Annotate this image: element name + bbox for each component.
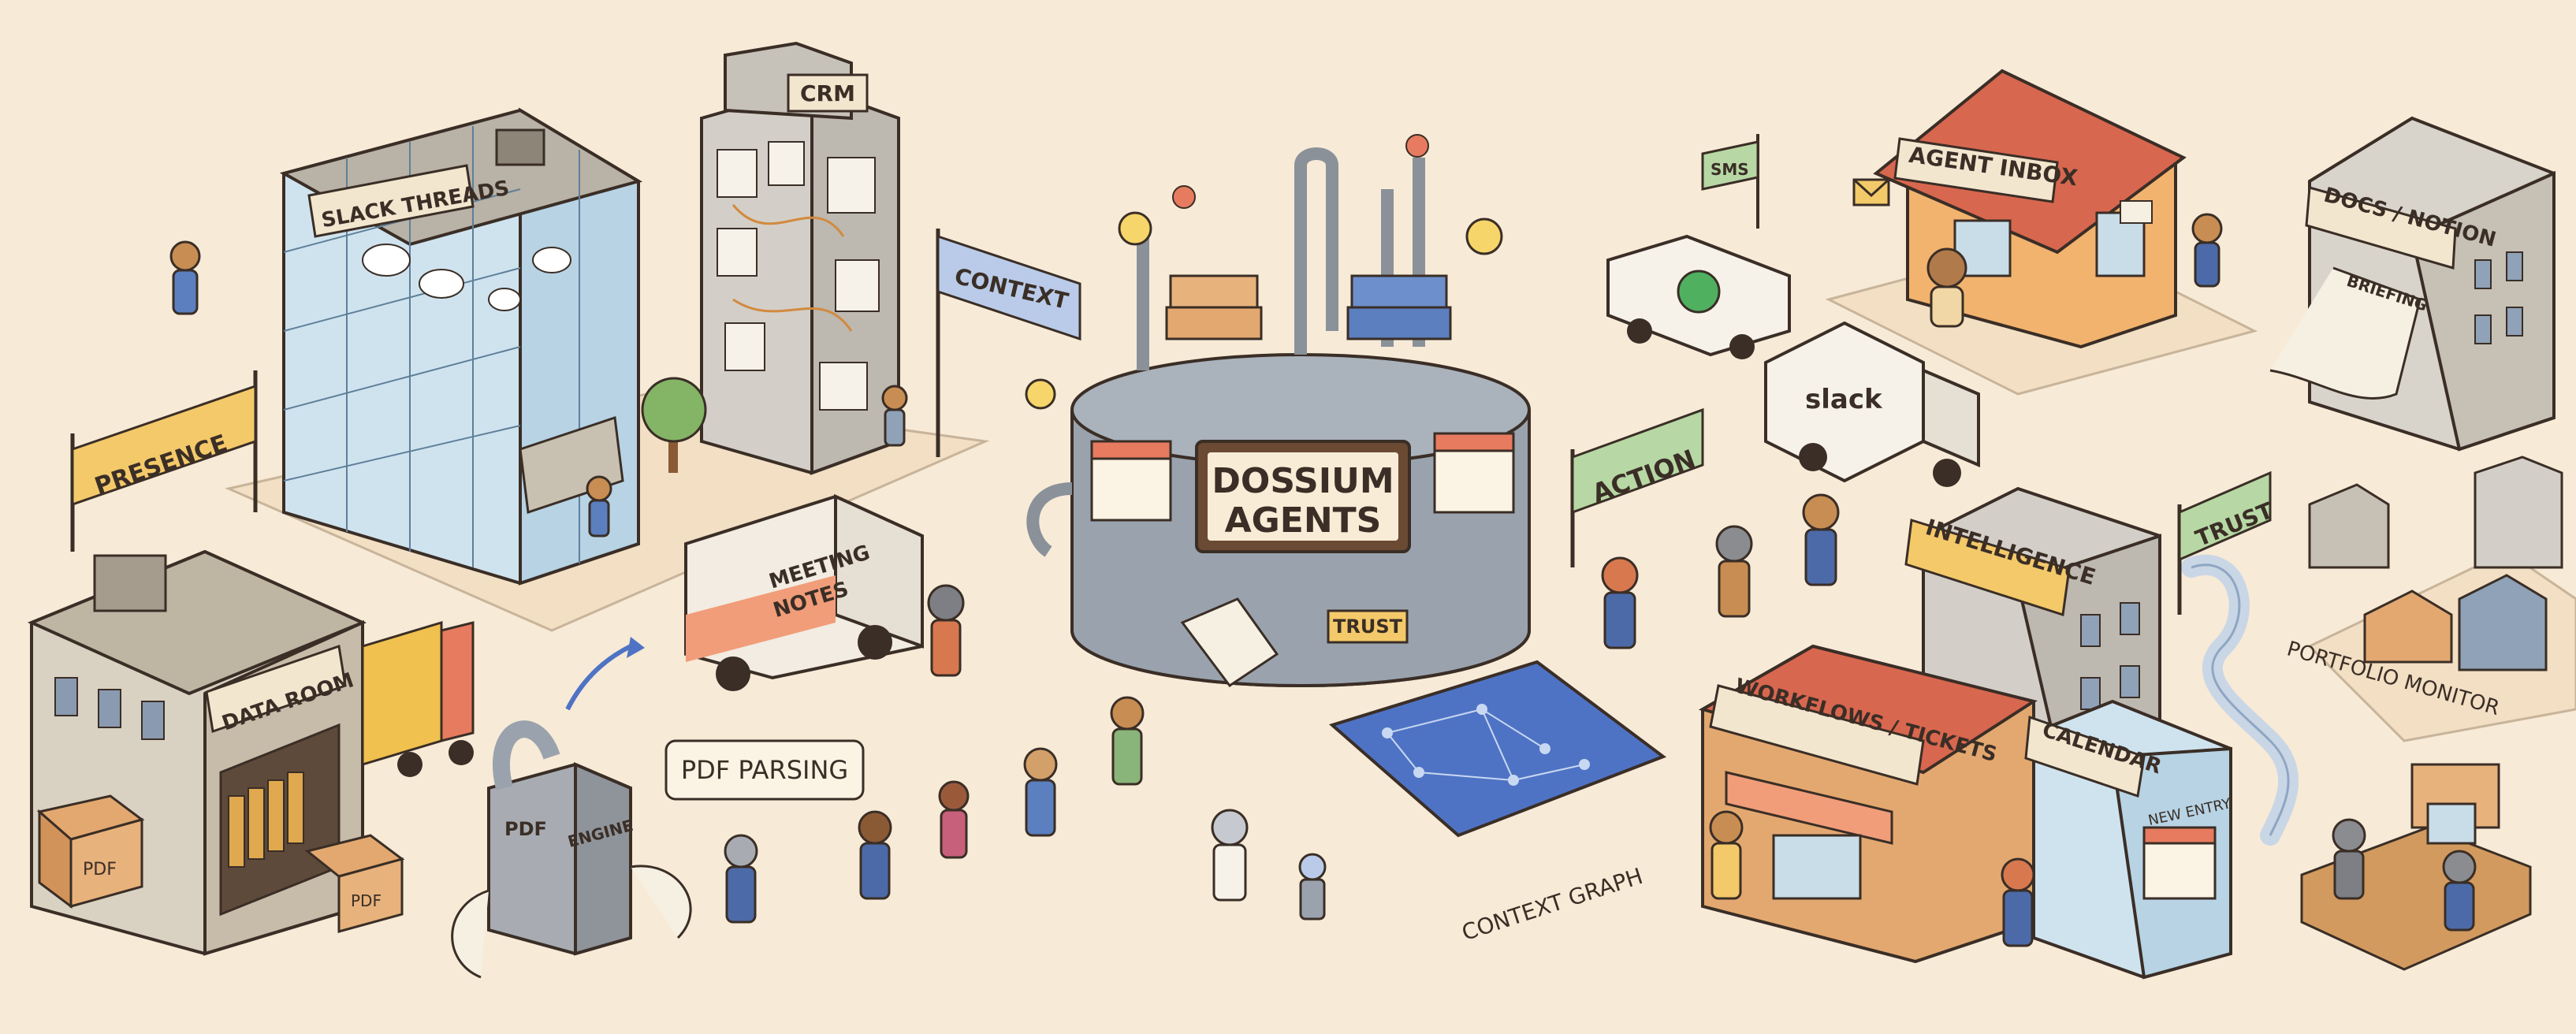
tree-icon — [641, 377, 707, 473]
pdf-box-label-2: PDF — [351, 891, 382, 910]
pdf-machine-label: PDF — [504, 818, 547, 840]
slack-label: slack — [1805, 384, 1883, 415]
slack-truck-icon: slack — [1764, 321, 1980, 487]
lightbulb-icon — [1025, 211, 1503, 410]
sms-label: SMS — [1711, 160, 1749, 179]
crm-label: CRM — [800, 80, 855, 106]
context-banner-flag-icon: CONTEXT — [936, 229, 1081, 457]
action-banner-flag-icon: ACTION — [1570, 407, 1704, 567]
envelope-icon — [1852, 178, 1890, 206]
docs-notion-building-icon: BRIEFING — [2269, 116, 2556, 452]
pdf-engine-machine-icon: PDF ENGINE — [451, 720, 692, 979]
pdf-parsing-label: PDF PARSING — [681, 755, 848, 785]
crm-tower-icon — [700, 41, 900, 475]
context-graph-label: CONTEXT GRAPH — [1458, 863, 1646, 946]
sms-van-icon — [1606, 234, 1791, 359]
context-graph-blueprint-icon — [1328, 660, 1667, 838]
machine-trust-label: TRUST — [1333, 616, 1403, 638]
pdf-parsing-speech-bubble: PDF PARSING — [664, 739, 865, 801]
crm-sign: CRM — [787, 73, 869, 113]
presence-banner-flag-icon: PRESENCE — [70, 370, 258, 552]
agents-label: AGENTS — [1225, 500, 1382, 541]
arrow-icon — [565, 644, 632, 711]
delivery-truck-icon — [361, 620, 475, 777]
portfolio-town-icon — [2308, 456, 2563, 671]
meeting-notes-van-icon: MEETING NOTES — [684, 493, 924, 691]
pdf-box-label: PDF — [83, 860, 117, 880]
sms-flag-icon: SMS — [1701, 134, 1759, 229]
pdf-boxes: PDF PDF — [36, 794, 405, 933]
dossium-agents-machine-icon: DOSSIUM AGENTS TRUST — [1026, 134, 1531, 688]
character-icon — [169, 213, 2477, 947]
dossium-label: DOSSIUM — [1212, 461, 1394, 501]
